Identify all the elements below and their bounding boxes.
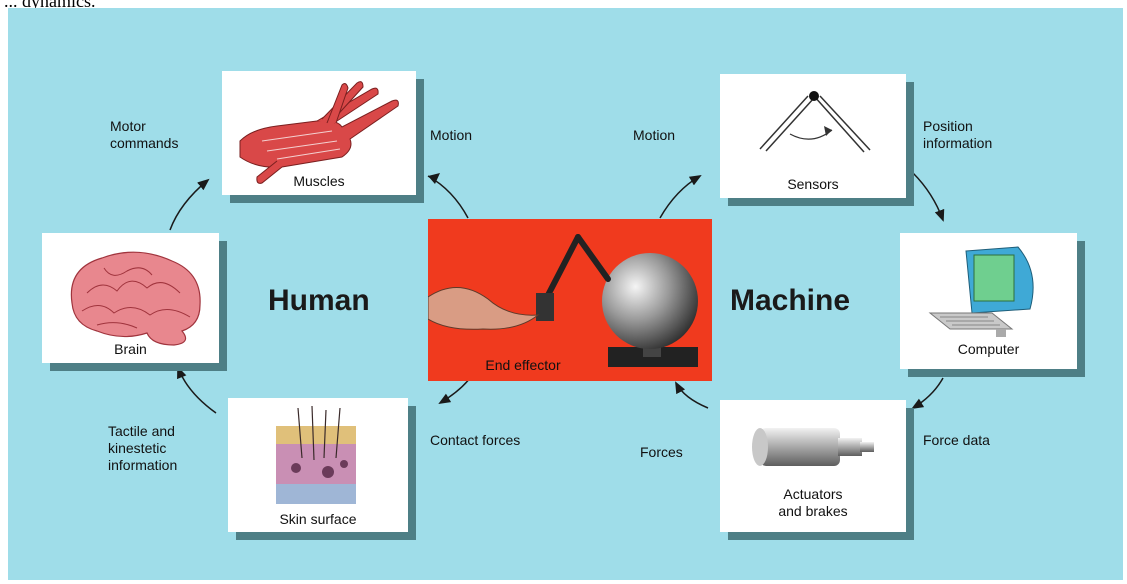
arrow-brain-to-muscles	[169, 178, 210, 231]
tactile-label: Tactile and kinestetic information	[108, 423, 178, 473]
hand-muscles-illustration	[239, 81, 399, 184]
brain-label: Brain	[114, 341, 147, 357]
position-information-label: Position information	[923, 118, 993, 151]
muscles-label: Muscles	[293, 173, 345, 189]
arrow-actuators-to-effector	[675, 381, 709, 409]
computer-card: Computer	[900, 233, 1077, 369]
arrow-computer-to-actuators	[911, 377, 944, 410]
skin-label: Skin surface	[279, 511, 357, 527]
human-heading: Human	[268, 284, 370, 317]
machine-heading: Machine	[730, 284, 851, 317]
arrow-skin-to-brain	[177, 366, 217, 414]
actuator-cylinder-illustration	[752, 428, 874, 466]
sensors-label: Sensors	[787, 176, 839, 192]
arrow-sensors-to-computer	[912, 172, 945, 222]
arrow-effector-to-sensors	[659, 174, 702, 219]
muscles-card: Muscles	[222, 71, 416, 195]
brain-card: Brain	[42, 233, 219, 363]
motor-commands-label: Motor commands	[110, 118, 179, 151]
forces-label: Forces	[640, 444, 683, 460]
sensors-card: Sensors	[720, 74, 906, 198]
diagram-panel: Muscles Brain Skin surface	[8, 8, 1123, 580]
brain-illustration	[70, 251, 201, 346]
end-effector-panel: End effector	[428, 219, 712, 381]
contact-forces-label: Contact forces	[430, 432, 521, 448]
end-effector-label: End effector	[485, 357, 561, 373]
end-effector-illustration	[428, 234, 698, 367]
force-data-label: Force data	[923, 432, 990, 448]
sensor-joint-illustration	[759, 91, 871, 153]
arrow-effector-to-skin	[438, 377, 471, 405]
motion-left-label: Motion	[430, 127, 473, 143]
computer-illustration	[928, 246, 1034, 337]
top-caption: ... dynamics.	[4, 0, 96, 11]
actuators-card: Actuators and brakes	[720, 400, 906, 532]
skin-cross-section-illustration	[276, 405, 356, 504]
flow-arrows	[169, 172, 945, 414]
motion-right-label: Motion	[633, 127, 676, 143]
actuators-label: Actuators and brakes	[778, 486, 848, 519]
skin-card: Skin surface	[228, 398, 408, 532]
computer-label: Computer	[957, 341, 1020, 357]
